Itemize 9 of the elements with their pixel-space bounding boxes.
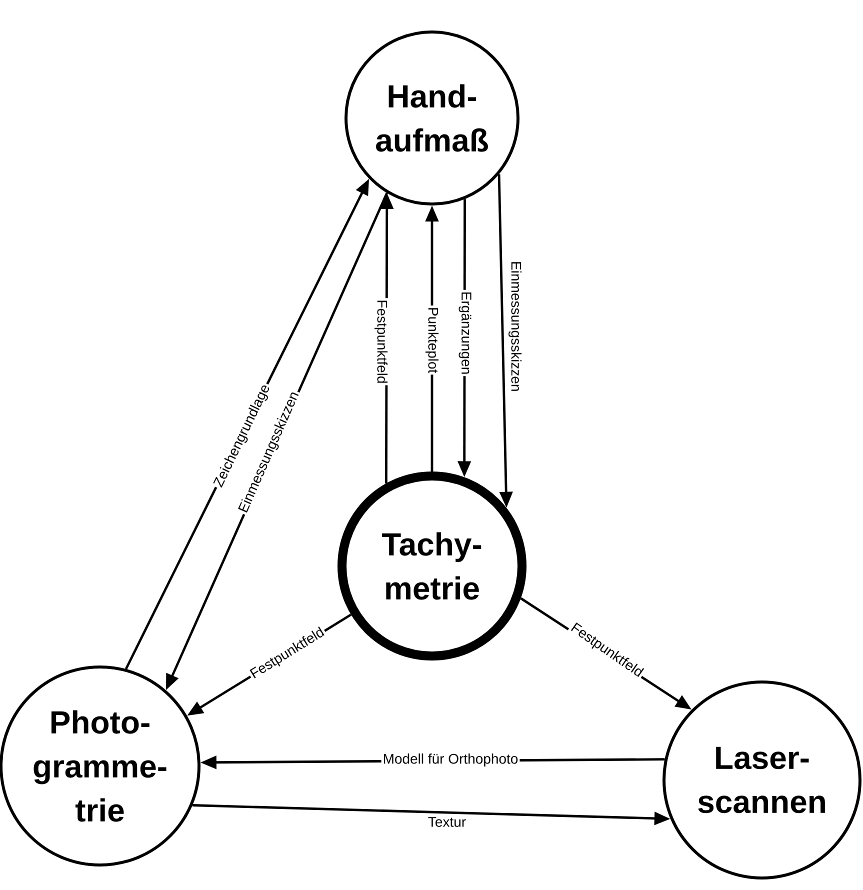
circle-node: Hand- aufmaß [344, 30, 520, 206]
edge-label: Punkteplot [424, 306, 440, 375]
edge-label: Festpunktfeld [372, 298, 390, 386]
edge-label: Modell für Orthophoto [381, 752, 520, 768]
edge-label: Ergänzungen [457, 290, 473, 376]
edge-label: Textur [426, 816, 468, 828]
circle-node: Laser- scannen [662, 680, 862, 880]
circle-node: Tachy- metrie [338, 472, 526, 660]
edge-label: Einmessungsskizzen [506, 260, 524, 394]
